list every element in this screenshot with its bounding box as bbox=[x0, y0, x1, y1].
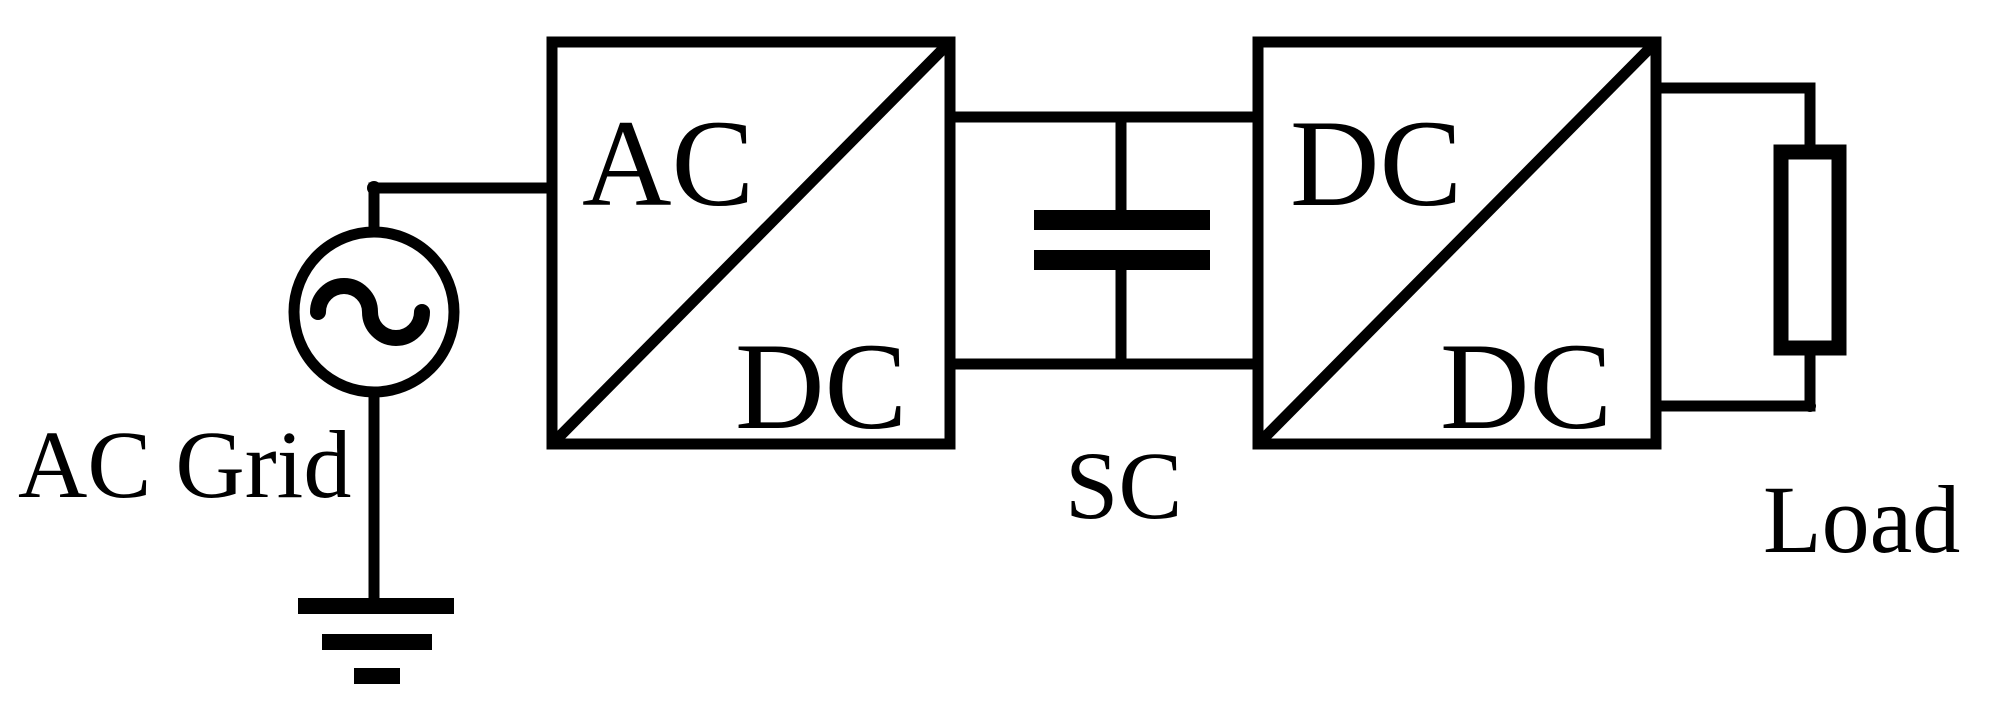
load-top-wire bbox=[1650, 82, 1816, 156]
ac-grid-label: AC Grid bbox=[18, 411, 351, 518]
grid-feed-wire bbox=[368, 182, 558, 236]
ground-icon bbox=[298, 598, 454, 684]
load-label: Load bbox=[1763, 466, 1960, 573]
load-node-bottom bbox=[1804, 400, 1816, 412]
dc-dc-bottom-label: DC bbox=[1440, 318, 1612, 455]
sine-wave-icon bbox=[310, 278, 430, 346]
dc-dc-converter-diagonal bbox=[1258, 42, 1656, 444]
dc-dc-converter: DC DC bbox=[1252, 36, 1662, 455]
ac-dc-bottom-label: DC bbox=[735, 318, 907, 455]
dc-link: SC bbox=[944, 111, 1264, 539]
load-bottom-wire bbox=[1650, 344, 1816, 412]
ac-dc-converter-box bbox=[546, 36, 956, 450]
ac-dc-converter: AC DC bbox=[546, 36, 956, 455]
ac-grid-source bbox=[288, 181, 558, 684]
dc-dc-top-label: DC bbox=[1290, 95, 1462, 232]
ac-dc-converter-diagonal bbox=[552, 42, 950, 444]
load: Load bbox=[1650, 82, 1960, 573]
capacitor-icon bbox=[1034, 210, 1210, 270]
resistor-icon bbox=[1773, 144, 1847, 356]
dc-dc-converter-box bbox=[1252, 36, 1662, 450]
capacitor-label: SC bbox=[1065, 432, 1182, 539]
grid-node-top bbox=[367, 181, 381, 195]
ac-dc-top-label: AC bbox=[582, 95, 754, 232]
